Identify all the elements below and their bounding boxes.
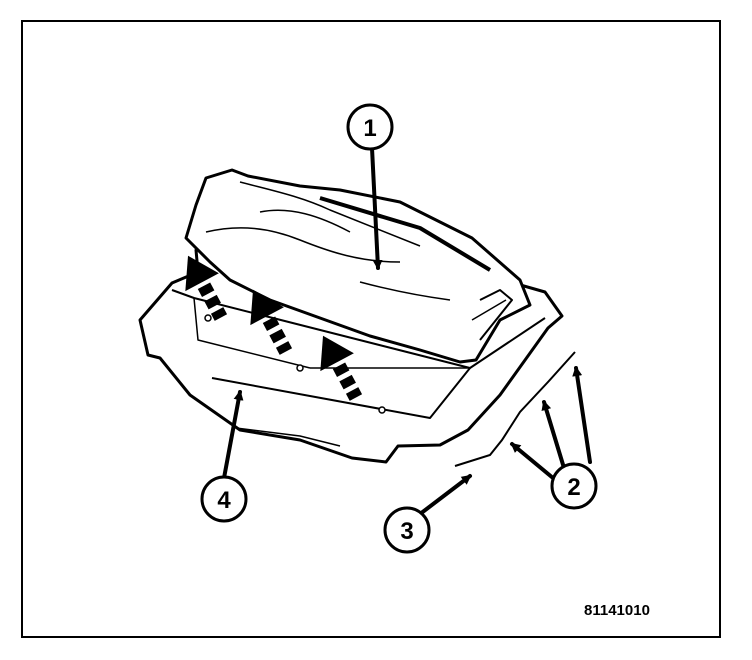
leader-2a: [572, 366, 592, 464]
leader-lines: [222, 146, 592, 516]
figure-number: 81141010: [584, 602, 650, 619]
leader-2c: [510, 442, 555, 480]
callout-1: 1: [346, 103, 394, 151]
leader-3: [418, 474, 472, 516]
svg-text:2: 2: [567, 474, 580, 501]
leader-2b: [541, 400, 566, 470]
svg-text:4: 4: [217, 487, 231, 514]
svg-text:1: 1: [363, 115, 376, 142]
trim-edge: [454, 351, 576, 467]
callout-3: 3: [383, 506, 431, 554]
lift-arrow: [250, 289, 293, 355]
leader-4: [222, 390, 244, 480]
callout-2: 2: [550, 462, 598, 510]
lift-arrow: [185, 255, 228, 321]
lift-arrows: [185, 255, 363, 401]
lift-arrow: [320, 335, 363, 401]
leader-1: [370, 146, 383, 270]
airbag-cushion: [184, 168, 532, 364]
callout-4: 4: [200, 475, 248, 523]
figure-frame: [21, 20, 721, 638]
svg-text:3: 3: [400, 518, 413, 545]
